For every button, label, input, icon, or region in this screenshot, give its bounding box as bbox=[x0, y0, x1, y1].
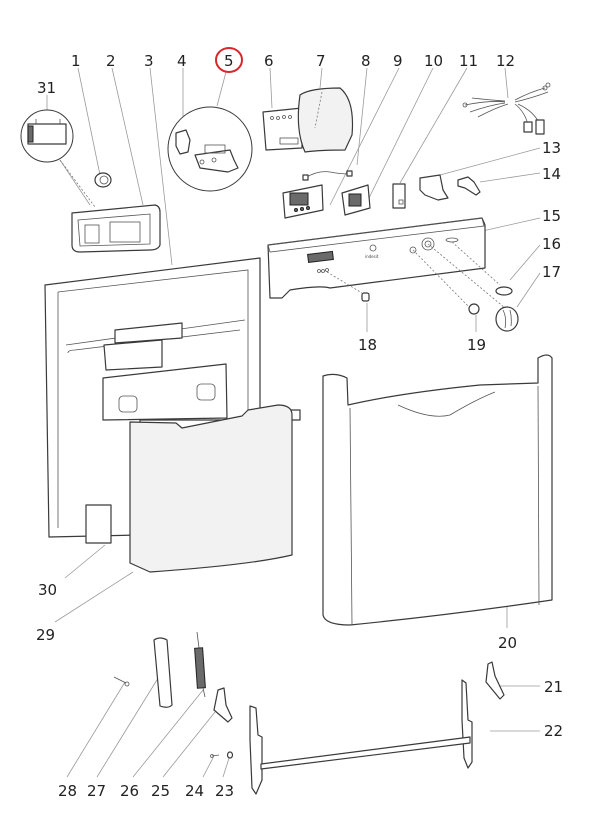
part-18-button bbox=[361, 292, 370, 302]
label-17: 17 bbox=[542, 263, 561, 281]
part-10-transformer-board bbox=[341, 184, 371, 216]
part-number-labels: 1 2 3 4 5 6 7 8 9 10 11 12 13 14 15 16 1… bbox=[36, 47, 563, 800]
leader-23 bbox=[222, 754, 231, 778]
label-16: 16 bbox=[542, 235, 561, 253]
leader-9 bbox=[329, 67, 400, 206]
part-29-door-insulation bbox=[129, 404, 293, 573]
label-26: 26 bbox=[120, 782, 139, 800]
part-20-outer-door bbox=[322, 354, 553, 626]
part-25-hinge-lever bbox=[213, 687, 233, 723]
leader-27 bbox=[96, 674, 161, 778]
part-6-control-board bbox=[262, 107, 303, 151]
leader-10 bbox=[367, 67, 434, 201]
leader-5 bbox=[216, 71, 227, 107]
part-9-display-board bbox=[282, 184, 324, 219]
leader-30 bbox=[64, 544, 106, 579]
leader-24 bbox=[202, 757, 214, 778]
leader-14 bbox=[479, 172, 541, 183]
part-22-hinge-frame bbox=[249, 679, 473, 795]
part-3-inner-door bbox=[44, 257, 301, 544]
leader-25 bbox=[162, 711, 216, 778]
part-17-knob bbox=[495, 306, 519, 332]
leader-1 bbox=[77, 67, 101, 176]
label-9: 9 bbox=[393, 52, 403, 70]
part-28-pin bbox=[113, 676, 130, 687]
part-7-insulation-sheet bbox=[297, 87, 354, 153]
label-3: 3 bbox=[144, 52, 154, 70]
label-8: 8 bbox=[361, 52, 371, 70]
part-15-control-panel: indesit bbox=[267, 217, 506, 309]
label-10: 10 bbox=[424, 52, 443, 70]
part-14-connector bbox=[457, 176, 481, 196]
label-19: 19 bbox=[467, 336, 486, 354]
leader-8 bbox=[356, 67, 368, 166]
label-15: 15 bbox=[542, 207, 561, 225]
label-13: 13 bbox=[542, 139, 561, 157]
leader-26 bbox=[132, 689, 204, 778]
leader-2 bbox=[111, 67, 144, 206]
leader-16 bbox=[509, 244, 541, 281]
part-23-washer bbox=[226, 751, 234, 759]
part-2-door-lock bbox=[59, 159, 161, 253]
leader-6 bbox=[269, 67, 273, 109]
label-22: 22 bbox=[544, 722, 563, 740]
label-25: 25 bbox=[151, 782, 170, 800]
label-18: 18 bbox=[358, 336, 377, 354]
panel-brand-text: indesit bbox=[365, 254, 379, 259]
leader-13 bbox=[439, 147, 541, 176]
leader-15 bbox=[477, 217, 541, 233]
label-14: 14 bbox=[542, 165, 561, 183]
leader-31b bbox=[59, 159, 91, 206]
part-13-switch bbox=[419, 174, 449, 201]
part-5-hinge-detail bbox=[167, 106, 253, 192]
part-24-screw bbox=[210, 754, 220, 758]
leader-28 bbox=[66, 681, 126, 778]
label-7: 7 bbox=[316, 52, 326, 70]
part-16-button-cap bbox=[495, 286, 513, 296]
part-11-small-board bbox=[392, 183, 406, 209]
part-8-ribbon-cable bbox=[302, 170, 353, 181]
part-12-wiring-harness bbox=[462, 82, 551, 135]
leader-7 bbox=[319, 67, 323, 89]
leader-17 bbox=[516, 272, 541, 308]
label-12: 12 bbox=[496, 52, 515, 70]
leader-29 bbox=[54, 571, 134, 623]
label-21: 21 bbox=[544, 678, 563, 696]
part-1-ring bbox=[94, 172, 112, 188]
label-24: 24 bbox=[185, 782, 204, 800]
label-29: 29 bbox=[36, 626, 55, 644]
label-1: 1 bbox=[71, 52, 81, 70]
label-30: 30 bbox=[38, 581, 57, 599]
label-6: 6 bbox=[264, 52, 274, 70]
part-26-spring bbox=[194, 631, 206, 698]
leader-lines bbox=[46, 67, 541, 778]
label-27: 27 bbox=[87, 782, 106, 800]
part-27-handle bbox=[153, 637, 173, 708]
leader-11 bbox=[399, 67, 468, 184]
label-5: 5 bbox=[224, 52, 234, 70]
part-31-door-lock-detail bbox=[20, 109, 74, 163]
label-20: 20 bbox=[498, 634, 517, 652]
label-31: 31 bbox=[37, 79, 56, 97]
leader-3 bbox=[149, 67, 173, 266]
label-23: 23 bbox=[215, 782, 234, 800]
label-2: 2 bbox=[106, 52, 116, 70]
part-19-round-button bbox=[468, 303, 480, 315]
label-4: 4 bbox=[177, 52, 187, 70]
leader-12 bbox=[504, 67, 509, 99]
part-21-hinge-lever bbox=[485, 661, 505, 700]
part-4-switch bbox=[175, 129, 191, 155]
label-11: 11 bbox=[459, 52, 478, 70]
label-28: 28 bbox=[58, 782, 77, 800]
highlight-circle-5 bbox=[215, 47, 243, 73]
